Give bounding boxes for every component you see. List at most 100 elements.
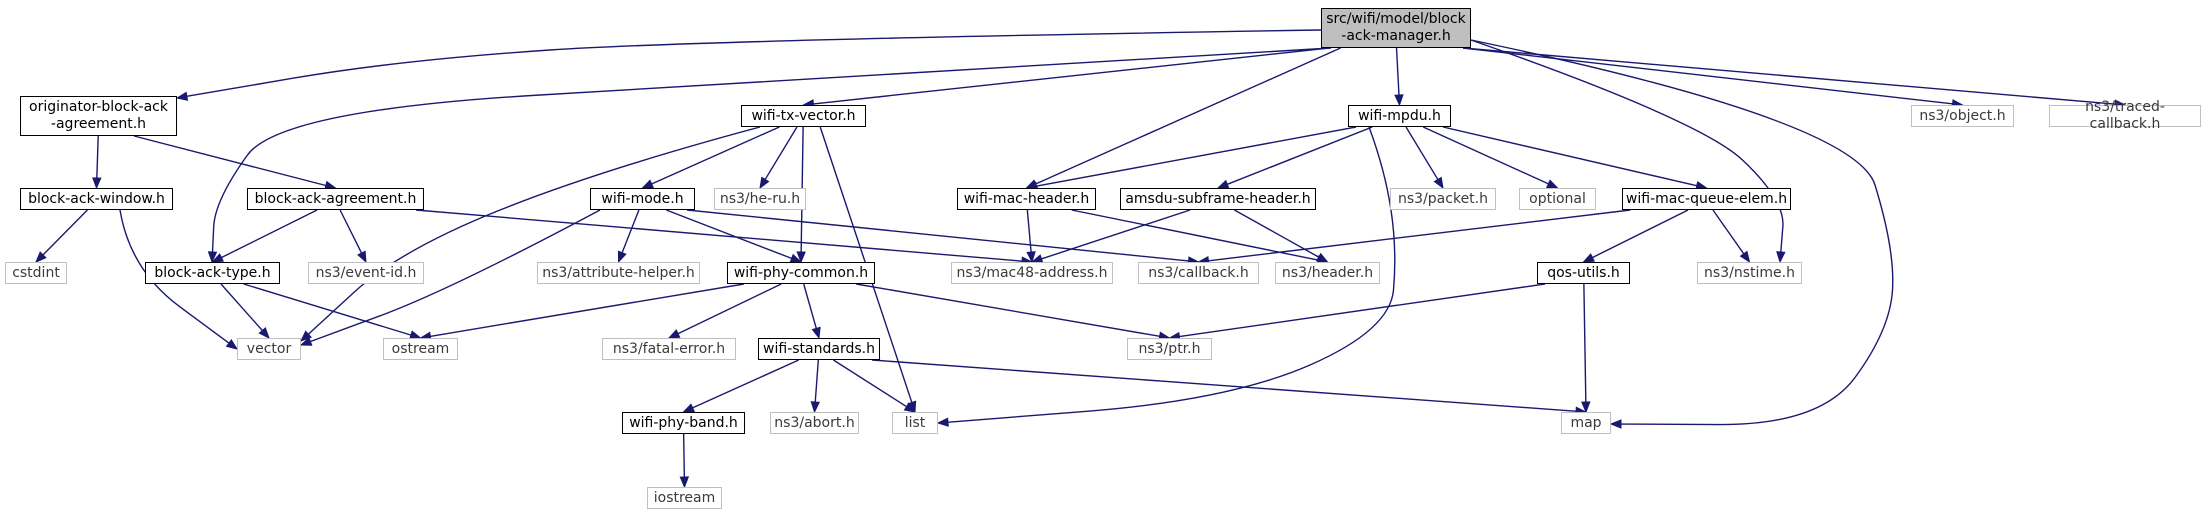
arrowhead-phycommon-to-standards (811, 326, 821, 340)
arrowhead-txvector-to-mode (641, 179, 655, 189)
arrowhead-root-to-map (1609, 419, 1622, 429)
arrowhead-root-to-originator (175, 91, 189, 101)
arrowhead-root-to-mpdu (1394, 94, 1404, 107)
arrowhead-standards-to-list (903, 402, 917, 413)
edge-txvector-to-mode (650, 126, 780, 185)
edge-batype-to-vector (220, 283, 264, 332)
arrowhead-qosutils-to-map (1581, 401, 1591, 414)
node-ns3-fatal-error-h: ns3/fatal-error.h (602, 338, 736, 360)
edge-mode-to-callback (686, 209, 1190, 262)
node-iostream: iostream (647, 487, 722, 509)
node-ns3-packet-h: ns3/packet.h (1390, 188, 1496, 210)
node-wifi-phy-band-h[interactable]: wifi-phy-band.h (622, 412, 745, 434)
arrowhead-bawindow-to-vector (225, 338, 239, 350)
edge-mode-to-attrhelper (621, 209, 640, 254)
arrowhead-batype-to-vector (258, 327, 270, 340)
node-ns3-event-id-h: ns3/event-id.h (308, 262, 424, 284)
arrowhead-queueelem-to-nstime (1739, 250, 1751, 264)
node-cstdint: cstdint (5, 262, 67, 284)
edge-phycommon-to-ptr (856, 283, 1161, 338)
node-ns3-he-ru-h: ns3/he-ru.h (714, 188, 806, 210)
edge-root-to-txvector (812, 47, 1330, 105)
arrowhead-root-to-nstime (1776, 251, 1786, 264)
arrowhead-standards-to-abort (810, 401, 820, 414)
edge-macheader-to-mac48 (1026, 209, 1032, 254)
edge-phycommon-to-fatalerror (676, 283, 782, 335)
arrowhead-root-to-batype (207, 251, 218, 264)
arrowhead-phycommon-to-fatalerror (667, 329, 681, 339)
node-ns3-nstime-h: ns3/nstime.h (1697, 262, 1802, 284)
node-optional: optional (1519, 188, 1596, 210)
node-list: list (892, 412, 938, 434)
node-wifi-standards-h[interactable]: wifi-standards.h (758, 338, 880, 360)
arrowhead-txvector-to-phycommon (796, 251, 806, 264)
edge-phycommon-to-standards (803, 283, 818, 330)
edge-baagreement-to-eventid (339, 209, 363, 255)
edge-root-to-originator (185, 29, 1322, 98)
node-amsdu-subframe-header-h[interactable]: amsdu-subframe-header.h (1120, 188, 1316, 210)
edge-baagreement-to-batype (220, 209, 318, 259)
arrowhead-queueelem-to-qosutils (1582, 253, 1596, 263)
edge-standards-to-list (833, 359, 908, 408)
edge-mode-to-phycommon (666, 209, 793, 260)
arrowhead-amsdu-to-header (1316, 252, 1329, 263)
edge-originator-to-baagreement (133, 135, 327, 187)
node-ns3-traced-callback-h: ns3/traced-callback.h (2049, 99, 2201, 132)
arrowhead-bawindow-to-cstdint (35, 251, 47, 263)
edge-root-to-batype (211, 47, 1332, 254)
edge-bawindow-to-vector (119, 209, 231, 345)
edge-amsdu-to-mac48 (1040, 209, 1191, 260)
edge-qosutils-to-map (1583, 283, 1587, 404)
node-block-ack-manager-h[interactable]: src/wifi/model/block -ack-manager.h (1321, 8, 1471, 48)
node-qos-utils-h[interactable]: qos-utils.h (1537, 262, 1630, 284)
node-originator-block-ack-agreement-h[interactable]: originator-block-ack -agreement.h (20, 96, 177, 136)
edge-root-to-object (1462, 47, 1954, 105)
node-ns3-ptr-h: ns3/ptr.h (1127, 338, 1212, 360)
edge-mpdu-to-list (946, 126, 1396, 423)
edge-mpdu-to-packet (1405, 126, 1439, 181)
edge-queueelem-to-nstime (1712, 209, 1745, 256)
node-wifi-mpdu-h[interactable]: wifi-mpdu.h (1348, 105, 1451, 127)
arrowhead-mpdu-to-packet (1433, 176, 1444, 190)
arrowhead-txvector-to-vector (300, 330, 312, 342)
arrowhead-mpdu-to-list (936, 417, 949, 427)
edge-mpdu-to-optional (1422, 126, 1550, 185)
edge-root-to-map (1470, 39, 1894, 426)
edge-root-to-mpdu (1395, 47, 1400, 97)
edge-root-to-macheader (1034, 47, 1341, 185)
edge-phyband-to-iostream (682, 433, 686, 479)
edge-mpdu-to-amsdu (1226, 126, 1373, 186)
arrowhead-mpdu-to-optional (1545, 179, 1559, 189)
node-block-ack-type-h[interactable]: block-ack-type.h (145, 262, 280, 284)
edge-standards-to-map (871, 359, 1578, 413)
node-wifi-phy-common-h[interactable]: wifi-phy-common.h (727, 262, 875, 284)
arrowhead-baagreement-to-batype (211, 253, 225, 263)
arrowhead-originator-to-bawindow (92, 177, 102, 190)
edge-txvector-to-heru (764, 126, 798, 181)
node-wifi-mac-queue-elem-h[interactable]: wifi-mac-queue-elem.h (1622, 188, 1791, 210)
node-wifi-tx-vector-h[interactable]: wifi-tx-vector.h (741, 105, 866, 127)
node-block-ack-window-h[interactable]: block-ack-window.h (20, 188, 173, 210)
edge-phycommon-to-ostream (429, 283, 745, 338)
node-wifi-mode-h[interactable]: wifi-mode.h (590, 188, 695, 210)
edge-mpdu-to-queueelem (1442, 126, 1698, 187)
node-ns3-object-h: ns3/object.h (1911, 105, 2014, 127)
node-ns3-callback-h: ns3/callback.h (1138, 262, 1259, 284)
edge-mpdu-to-macheader (1035, 126, 1357, 188)
arrowhead-macheader-to-mac48 (1026, 251, 1036, 264)
edge-queueelem-to-callback (1207, 209, 1631, 262)
edge-standards-to-phyband (691, 359, 799, 409)
node-ns3-header-h: ns3/header.h (1275, 262, 1380, 284)
node-ns3-mac48-address-h: ns3/mac48-address.h (951, 262, 1113, 284)
edge-standards-to-abort (814, 359, 820, 404)
arrowhead-mode-to-vector (299, 336, 313, 346)
node-wifi-mac-header-h[interactable]: wifi-mac-header.h (957, 188, 1096, 210)
arrowhead-mode-to-attrhelper (617, 250, 627, 264)
edge-root-to-traced (1462, 47, 2117, 105)
node-ns3-attribute-helper-h: ns3/attribute-helper.h (537, 262, 700, 284)
node-ostream: ostream (383, 338, 458, 360)
node-block-ack-agreement-h[interactable]: block-ack-agreement.h (247, 188, 424, 210)
arrowhead-baagreement-to-eventid (357, 250, 367, 264)
